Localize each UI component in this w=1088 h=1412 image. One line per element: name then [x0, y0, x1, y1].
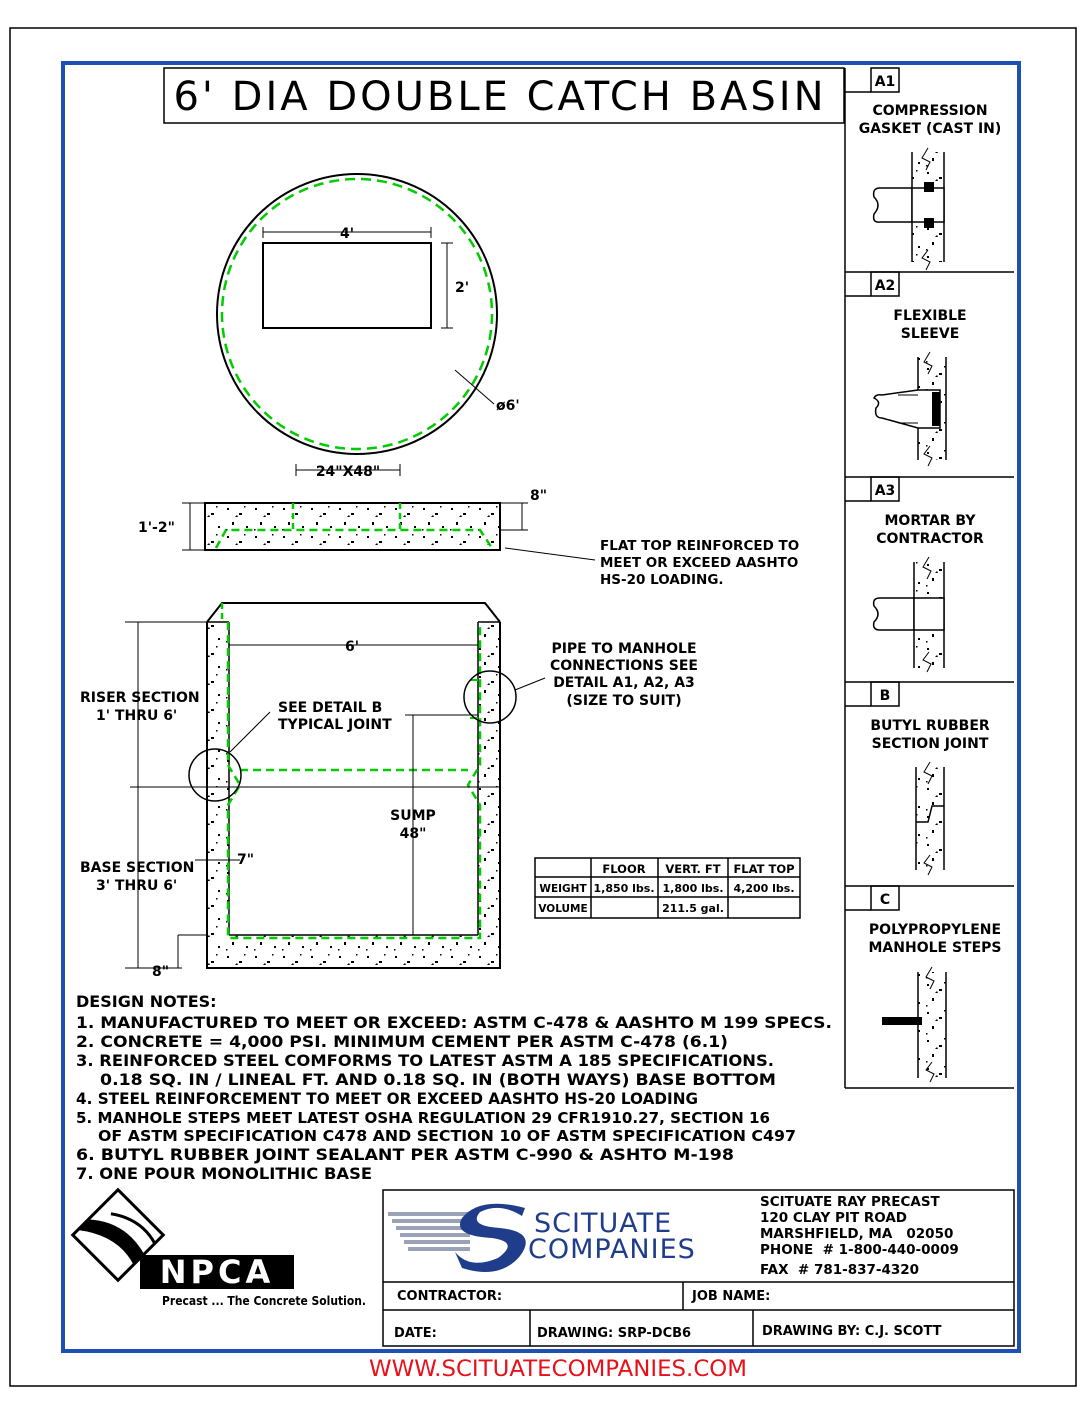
dim-inner: 6'	[345, 639, 359, 655]
detail-a1-drawing	[872, 147, 945, 271]
dim-width: 4'	[340, 226, 354, 242]
company-fax: FAX # 781-837-4320	[760, 1262, 919, 1278]
dim-thickness: 1'-2"	[138, 520, 175, 536]
table-cell: 4,200 lbs.	[734, 882, 795, 895]
table-header-floor: FLOOR	[602, 862, 645, 876]
design-note-line: 2. CONCRETE = 4,000 PSI. MINIMUM CEMENT …	[76, 1032, 728, 1051]
table-cell: 1,850 lbs.	[594, 882, 655, 895]
page-title: 6' DIA DOUBLE CATCH BASIN	[173, 74, 826, 120]
title-box	[163, 67, 845, 124]
npca-tagline: Precast ... The Concrete Solution.	[162, 1294, 366, 1308]
dim-opening: 24"X48"	[316, 464, 380, 480]
section-view: 6' RISER SECTION 1' THRU 6' BASE SECTION…	[80, 602, 698, 980]
design-note-line: 0.18 SQ. IN / LINEAL FT. AND 0.18 SQ. IN…	[76, 1070, 776, 1089]
detail-title: GASKET (CAST IN)	[859, 121, 1002, 137]
flat-top-note-1: FLAT TOP REINFORCED TO	[600, 538, 799, 554]
flat-top-note-3: HS-20 LOADING.	[600, 572, 724, 588]
scituate-logo: SCITUATE COMPANIES	[388, 1203, 696, 1272]
design-notes-heading: DESIGN NOTES:	[76, 992, 217, 1011]
detail-title: SECTION JOINT	[872, 736, 989, 752]
scituate-logo-line2: COMPANIES	[528, 1234, 696, 1265]
table-header-flat: FLAT TOP	[733, 862, 794, 876]
website-link[interactable]: WWW.SCITUATECOMPANIES.COM	[369, 1357, 747, 1382]
detail-column: A1 A2 A3 B C COMPRESSION GASKET (CAST IN…	[844, 67, 1014, 1089]
sump-label-1: SUMP	[390, 808, 436, 824]
detail-title: FLEXIBLE	[893, 308, 966, 324]
top-view: 4' 2' ø6'	[216, 173, 520, 455]
dim-height: 2'	[455, 280, 469, 296]
table-row-label: WEIGHT	[539, 883, 587, 895]
design-note-line: 4. STEEL REINFORCEMENT TO MEET OR EXCEED…	[76, 1089, 698, 1108]
pipe-note-3: DETAIL A1, A2, A3	[553, 675, 695, 691]
detail-a3-drawing	[872, 556, 945, 673]
detail-c-drawing	[882, 966, 947, 1083]
company-address: SCITUATE RAY PRECAST	[760, 1194, 941, 1210]
riser-label-2: 1' THRU 6'	[96, 708, 177, 724]
detail-a2-drawing	[872, 351, 947, 467]
pipe-note-4: (SIZE TO SUIT)	[566, 693, 681, 709]
detail-title: MANHOLE STEPS	[869, 940, 1002, 956]
dim-edge: 8"	[530, 488, 547, 504]
design-note-line: OF ASTM SPECIFICATION C478 AND SECTION 1…	[76, 1127, 796, 1145]
table-row-label: VOLUME	[538, 903, 587, 915]
design-note-line: 5. MANHOLE STEPS MEET LATEST OSHA REGULA…	[76, 1109, 770, 1127]
dim-bottom: 8"	[152, 964, 169, 980]
company-address: 120 CLAY PIT ROAD	[760, 1210, 907, 1226]
detail-title: POLYPROPYLENE	[869, 922, 1001, 938]
detail-id: A1	[875, 74, 896, 90]
npca-wordmark: NPCA	[160, 1253, 274, 1291]
flat-top-slab: 24"X48" 1'-2" 8" FLAT TOP REINFORCED TO …	[138, 464, 799, 588]
weights-table: FLOOR VERT. FT FLAT TOP WEIGHT 1,850 lbs…	[534, 857, 801, 919]
design-notes: DESIGN NOTES: 1. MANUFACTURED TO MEET OR…	[76, 992, 832, 1183]
drawing-number: DRAWING: SRP-DCB6	[537, 1326, 691, 1341]
detail-id: C	[880, 892, 890, 908]
company-address: MARSHFIELD, MA 02050	[760, 1226, 953, 1242]
detail-title: CONTRACTOR	[876, 531, 984, 547]
outer-border	[9, 27, 1077, 1387]
npca-logo: NPCA Precast ... The Concrete Solution.	[70, 1187, 366, 1308]
company-phone: PHONE # 1-800-440-0009	[760, 1242, 959, 1258]
detail-title: BUTYL RUBBER	[870, 718, 990, 734]
table-header-vert: VERT. FT	[665, 862, 720, 876]
detail-b-note-2: TYPICAL JOINT	[278, 717, 392, 733]
detail-title: SLEEVE	[901, 326, 960, 342]
detail-id: B	[880, 688, 891, 704]
job-name-label: JOB NAME:	[691, 1289, 770, 1304]
sump-label-2: 48"	[400, 826, 427, 842]
pipe-note-1: PIPE TO MANHOLE	[551, 641, 696, 657]
detail-b-drawing	[915, 761, 945, 876]
scituate-logo-line1: SCITUATE	[534, 1208, 672, 1239]
base-label-2: 3' THRU 6'	[96, 878, 177, 894]
flat-top-note-2: MEET OR EXCEED AASHTO	[600, 555, 798, 571]
title-block: SCITUATE COMPANIES SCITUATE RAY PRECAST …	[382, 1189, 1015, 1347]
detail-title: MORTAR BY	[885, 513, 977, 529]
design-note-line: 6. BUTYL RUBBER JOINT SEALANT PER ASTM C…	[76, 1145, 734, 1164]
design-note-line: 1. MANUFACTURED TO MEET OR EXCEED: ASTM …	[76, 1013, 832, 1032]
detail-id: A2	[875, 278, 896, 294]
detail-title: COMPRESSION	[872, 103, 987, 119]
blue-frame	[61, 61, 1021, 1353]
drawn-by: DRAWING BY: C.J. SCOTT	[762, 1324, 942, 1339]
design-note-line: 3. REINFORCED STEEL COMFORMS TO LATEST A…	[76, 1051, 774, 1070]
detail-id: A3	[875, 483, 896, 499]
date-label: DATE:	[394, 1326, 437, 1341]
base-label-1: BASE SECTION	[80, 860, 194, 876]
detail-b-note-1: SEE DETAIL B	[278, 700, 382, 716]
design-note-line: 7. ONE POUR MONOLITHIC BASE	[76, 1164, 372, 1183]
contractor-label: CONTRACTOR:	[397, 1289, 502, 1304]
table-cell: 211.5 gal.	[662, 902, 724, 915]
dim-diameter: ø6'	[496, 398, 520, 414]
dim-wall: 7"	[237, 852, 254, 868]
pipe-note-2: CONNECTIONS SEE	[550, 658, 698, 674]
riser-label-1: RISER SECTION	[80, 690, 200, 706]
table-cell: 1,800 lbs.	[663, 882, 724, 895]
